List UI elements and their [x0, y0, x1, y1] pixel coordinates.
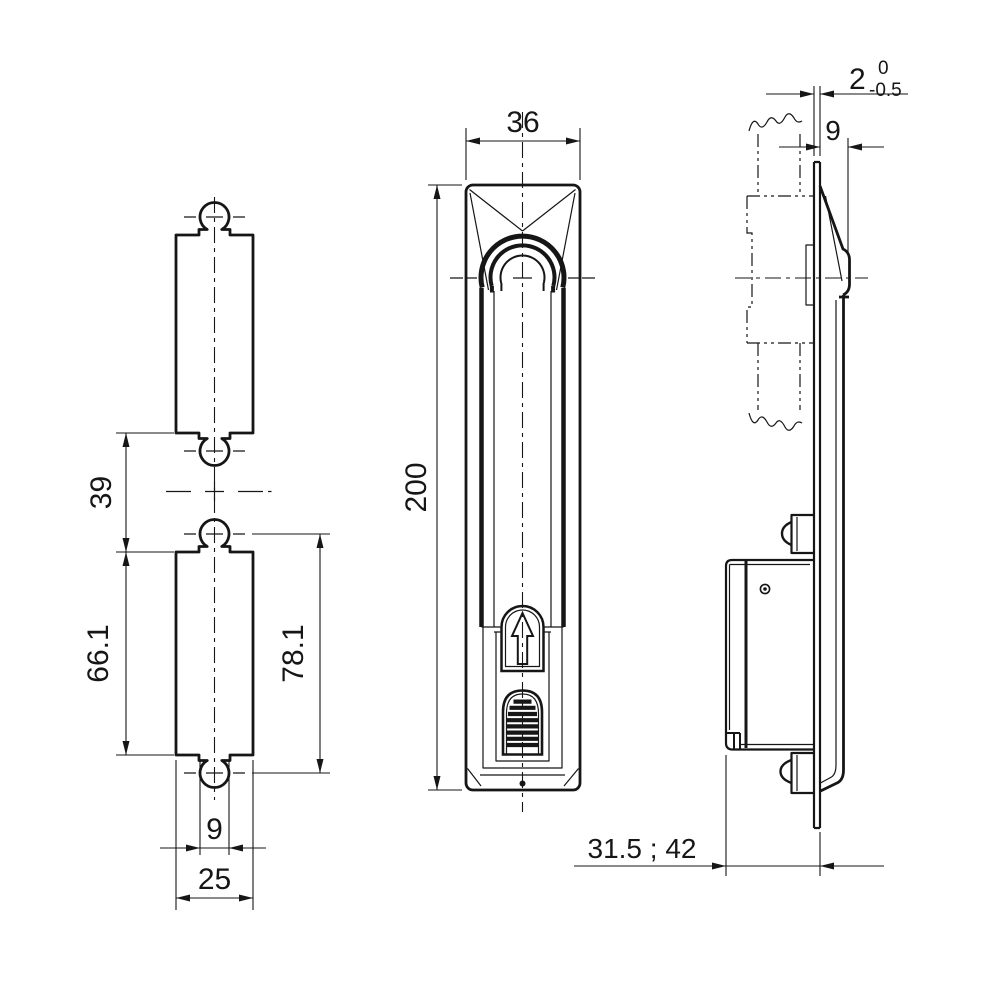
dim-panel-thickness: 2 0 -0.5 [766, 58, 908, 156]
handle-profile-outer [818, 185, 851, 793]
dim-arrow-up [433, 185, 441, 199]
dim-arrow-right [239, 894, 253, 902]
dim-arrow-up [316, 534, 324, 548]
dim-cutout-tab-width: 9 [160, 761, 266, 855]
dim-arrow-down [122, 741, 130, 755]
dim-label-thickness-tol-lower: -0.5 [869, 80, 902, 101]
push-button-inner [505, 693, 540, 755]
dim-label-total-height: 78.1 [277, 624, 310, 682]
dim-extension-lines [116, 552, 174, 756]
bottom-pin-dot [519, 780, 526, 787]
dim-arrow-left [466, 137, 480, 145]
push-button-outline [501, 689, 544, 756]
dim-label-front-width: 36 [506, 106, 539, 139]
side-view: 2 0 -0.5 9 31.5 ; 42 [574, 58, 908, 876]
latch-outline [790, 513, 814, 555]
handle-profile-inner [820, 195, 843, 784]
cutout-view: 39 66.1 78.1 9 25 [82, 197, 330, 910]
latch-cam-upper [780, 513, 814, 555]
housing-outline [724, 558, 814, 751]
bottom-chamfer-lines [467, 768, 579, 787]
handle-frame-outline [464, 183, 582, 792]
dim-extension-lines [116, 432, 174, 553]
dim-arrow-down [122, 538, 130, 552]
dim-arrow-left [820, 90, 834, 98]
door-panel-section [812, 160, 822, 830]
dim-arrow-left [229, 844, 243, 852]
dim-cutout-gap: 39 [85, 432, 174, 553]
lower-panel-steps [481, 626, 564, 633]
dim-label-thickness: 2 [849, 63, 866, 96]
door-frame-phantom [746, 134, 814, 410]
dim-label-tab-width: 9 [206, 813, 223, 846]
latch-bump [780, 520, 792, 547]
dim-arrow-right [566, 137, 580, 145]
dim-cutout-slot-height: 66.1 [82, 552, 174, 756]
pivot-arc-middle [488, 243, 557, 293]
dim-arrow-left [848, 143, 862, 151]
dim-arrow-down [433, 776, 441, 790]
dim-arrow-right [800, 90, 814, 98]
recess-inner-edges [493, 291, 552, 627]
dim-label-front-height: 200 [400, 462, 433, 512]
dim-front-width: 36 [465, 106, 581, 180]
dim-label-slot-height: 66.1 [82, 624, 115, 682]
tab-center-marks [166, 216, 272, 774]
dim-arrow-right [186, 844, 200, 852]
break-lines [748, 113, 803, 431]
unlock-dome [500, 604, 545, 673]
dim-extension-lines [465, 128, 581, 180]
cover-cap-edges [469, 189, 576, 291]
latch-outline [790, 751, 814, 795]
dim-arrow-left [176, 894, 190, 902]
housing-inner-edges [728, 563, 814, 746]
dim-label-gap: 39 [85, 476, 118, 509]
dim-cutout-total-height: 78.1 [252, 533, 330, 774]
latch-cam-lower [779, 751, 814, 795]
dim-label-projection: 9 [825, 115, 841, 146]
front-view: 36 200 [400, 106, 595, 812]
upper-cutout-outline [174, 201, 255, 467]
button-grip-ribs [507, 699, 538, 748]
pivot-arc-inner [499, 254, 546, 291]
dim-arrow-up [122, 433, 130, 447]
dim-arrow-down [316, 759, 324, 773]
handle-side-profile [818, 185, 851, 793]
pivot-block [805, 244, 815, 306]
dim-arrow-up [122, 552, 130, 566]
lock-housing [724, 558, 814, 751]
dim-label-thickness-tol-upper: 0 [878, 58, 889, 79]
pivot-arc-outer [478, 233, 567, 289]
recess-side-walls [479, 288, 566, 627]
dim-arrow-right [806, 143, 820, 151]
dim-front-height: 200 [400, 184, 462, 791]
latch-bump [779, 758, 792, 785]
screw-hole-center [763, 587, 767, 591]
dim-arrow-right [712, 862, 726, 870]
dim-extension-lines [766, 86, 908, 156]
unlock-dome-inner [504, 609, 541, 668]
dim-cutout-width: 25 [175, 760, 254, 910]
dim-extension-lines [160, 761, 266, 855]
dim-label-depth: 31.5 ; 42 [588, 833, 697, 864]
dim-front-projection: 9 [779, 115, 884, 255]
dim-extension-lines [428, 184, 462, 791]
unlock-arrow-icon [510, 610, 535, 665]
screw-hole [759, 583, 771, 595]
dim-label-width: 25 [198, 863, 231, 896]
dim-extension-lines [252, 533, 330, 774]
dim-extension-lines [779, 138, 884, 255]
button-panel-frames [482, 627, 563, 769]
dim-mounting-depth: 31.5 ; 42 [574, 755, 884, 876]
housing-foot [726, 732, 741, 750]
dim-arrow-left [820, 862, 834, 870]
